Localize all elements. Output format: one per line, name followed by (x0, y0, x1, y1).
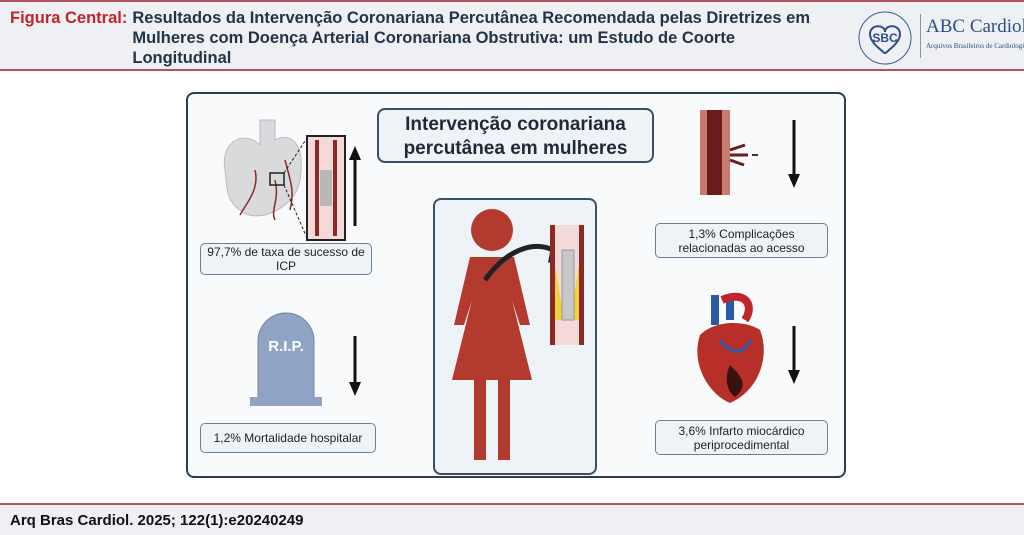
tombstone-icon: R.I.P. (250, 312, 322, 406)
journal-subtitle: Arquivos Brasileiros de Cardiologia (926, 42, 1024, 50)
footer: Arq Bras Cardiol. 2025; 122(1):e20240249 (0, 503, 1024, 535)
header: Figura Central:Resultados da Intervenção… (0, 0, 1024, 71)
result-hospital-mortality: 1,2% Mortalidade hospitalar (200, 423, 376, 453)
heart-stent-illustration (223, 119, 346, 241)
result-access-complications: 1,3% Complicações relacionadas ao acesso (655, 223, 828, 258)
citation: Arq Bras Cardiol. 2025; 122(1):e20240249 (10, 512, 304, 529)
logo: SBC ABC Cardiol Arquivos Brasileiros de … (858, 10, 1024, 66)
sbc-seal-icon: SBC (858, 11, 912, 65)
arrow-down-icon (788, 120, 800, 188)
result-periprocedural-mi: 3,6% Infarto miocárdico periprocedimenta… (655, 420, 828, 455)
panel-title: Intervenção coronariana percutânea em mu… (377, 108, 654, 163)
arrow-up-icon (349, 146, 361, 226)
title-lead: Figura Central: (10, 9, 128, 27)
arrow-down-icon (788, 326, 800, 384)
rip-text: R.I.P. (268, 338, 304, 355)
title-text: Resultados da Intervenção Coronariana Pe… (132, 9, 811, 67)
anatomical-heart-illustration (697, 292, 764, 403)
vessel-bleeding-illustration (700, 110, 758, 195)
arrow-down-icon (349, 336, 361, 396)
figure-title: Figura Central:Resultados da Intervenção… (10, 8, 850, 68)
woman-stent-illustration (452, 209, 584, 460)
sbc-text: SBC (872, 31, 898, 45)
result-pci-success: 97,7% de taxa de sucesso de ICP (200, 243, 372, 275)
journal-name: ABC Cardiol (926, 16, 1024, 37)
